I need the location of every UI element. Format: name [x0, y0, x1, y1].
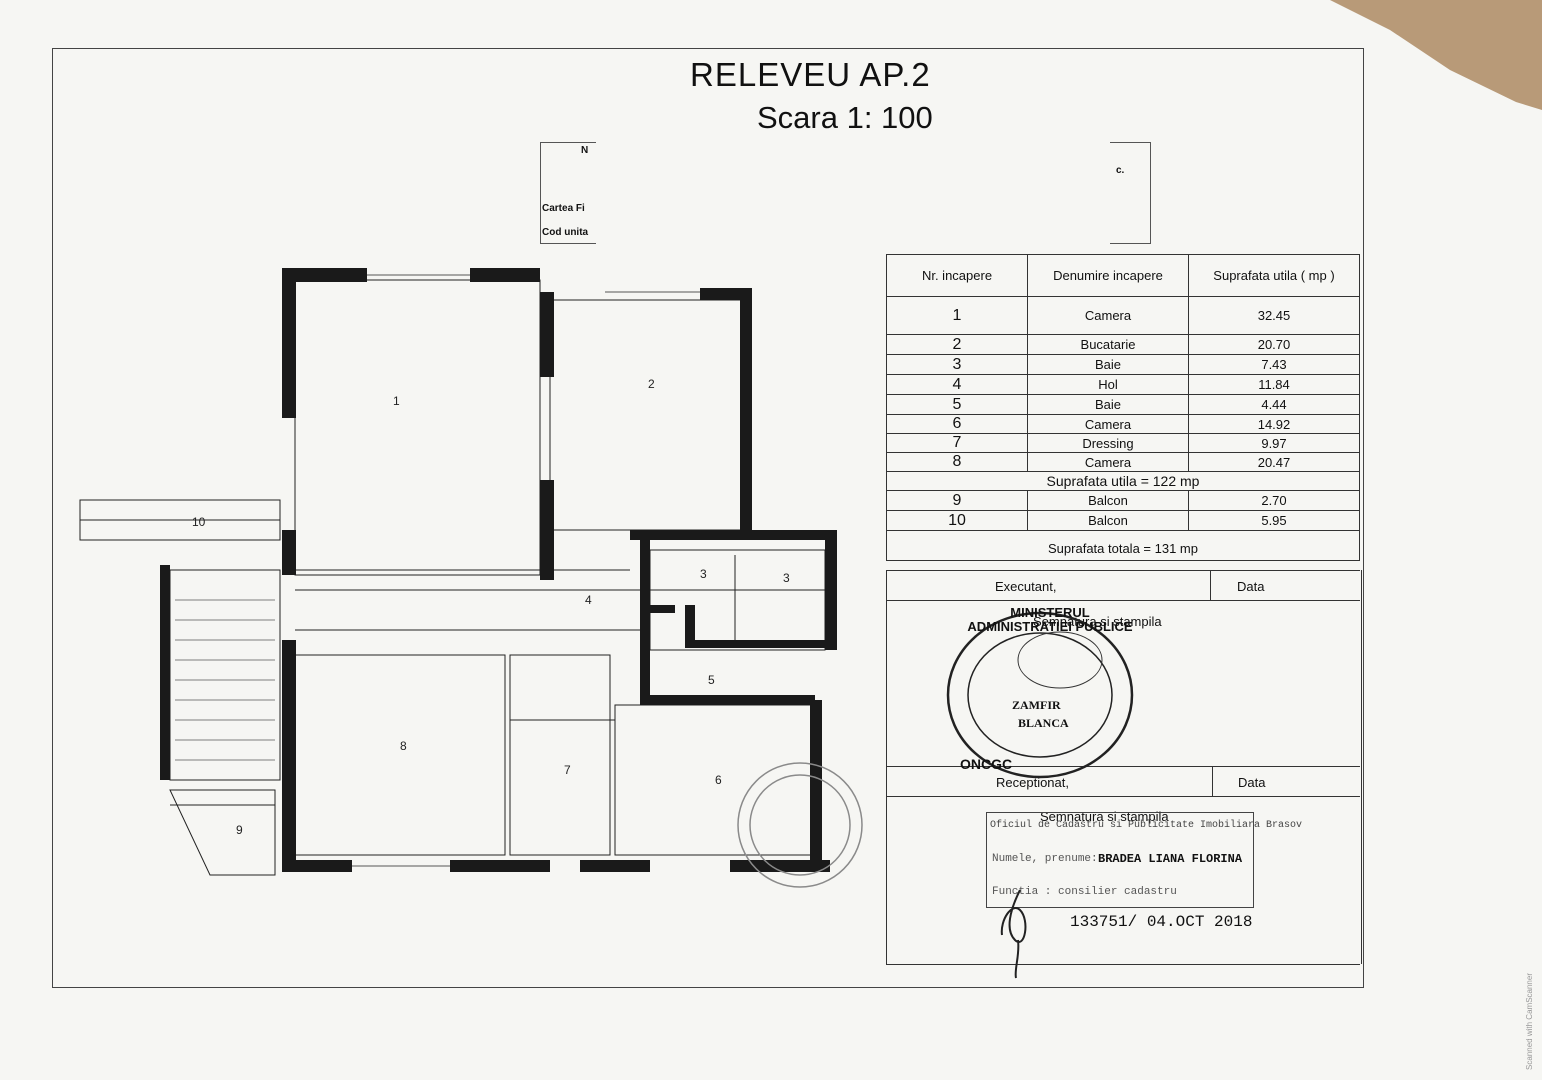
form-fragment-left: N Cartea Fi Cod unita: [540, 142, 596, 244]
exec-top-line: [886, 570, 1360, 571]
table-row: 3 Baie 7.43: [886, 354, 1360, 375]
row-name: Baie: [1027, 394, 1189, 415]
receptionat-label: Receptionat,: [996, 775, 1069, 790]
page-title: RELEVEU AP.2: [690, 56, 931, 93]
sheet-bottom-line: [886, 964, 1360, 965]
table-row: 1 Camera 32.45: [886, 296, 1360, 335]
floor-plan: 1 2 3 3 4 5 6 7 8 9 10: [79, 268, 863, 888]
row-name: Baie: [1027, 354, 1189, 375]
table-row: 5 Baie 4.44: [886, 394, 1360, 415]
row-nr: 2: [886, 334, 1028, 355]
receptionat-date-label: Data: [1238, 775, 1266, 790]
row-area: 20.47: [1188, 452, 1360, 472]
row-area: 14.92: [1188, 414, 1360, 434]
row-nr: 7: [886, 433, 1028, 453]
row-nr: 5: [886, 394, 1028, 415]
drawing-frame: [52, 48, 1364, 988]
row-name: Balcon: [1027, 510, 1189, 531]
row-area: 32.45: [1188, 296, 1360, 335]
executant-label: Executant,: [995, 579, 1057, 594]
executant-sign-label: Semnatura si stampila: [1033, 614, 1162, 629]
plan-label-room-10: 10: [192, 515, 206, 529]
plan-label-room-9: 9: [236, 823, 243, 837]
wood-background: [1330, 0, 1542, 110]
row-name: Camera: [1027, 452, 1189, 472]
ministry-stamp: [946, 611, 1134, 779]
ministry-stamp-name1: ZAMFIR: [1012, 698, 1061, 712]
row-name: Camera: [1027, 296, 1189, 335]
plan-label-room-3a: 3: [700, 567, 707, 581]
rooms-table: Nr. incapere Denumire incapere Suprafata…: [886, 254, 1360, 561]
total-text: Suprafata totala = 131 mp: [886, 530, 1360, 561]
ocpi-stamp: [986, 812, 1254, 908]
exec-divider: [1210, 570, 1211, 600]
row-name: Dressing: [1027, 433, 1189, 453]
ministry-stamp-bottom: ONCGC: [960, 756, 1013, 772]
row-name: Hol: [1027, 374, 1189, 395]
col-header-nr: Nr. incapere: [886, 254, 1028, 297]
row-nr: 9: [886, 490, 1028, 511]
cod-label: Cod unita: [542, 227, 589, 238]
registration-number: 133751/ 04.OCT 2018: [1070, 913, 1253, 931]
scanner-watermark: Scanned with CamScanner: [1525, 973, 1534, 1070]
row-area: 2.70: [1188, 490, 1360, 511]
plan-label-room-7: 7: [564, 763, 571, 777]
table-row: 10 Balcon 5.95: [886, 510, 1360, 531]
row-area: 20.70: [1188, 334, 1360, 355]
form-fragment-right: c.: [1110, 142, 1151, 244]
table-row: 7 Dressing 9.97: [886, 433, 1360, 453]
c-label: c.: [1116, 165, 1125, 176]
row-nr: 8: [886, 452, 1028, 472]
plan-label-room-3b: 3: [783, 571, 790, 585]
plan-label-room-4: 4: [585, 593, 592, 607]
row-area: 9.97: [1188, 433, 1360, 453]
row-name: Balcon: [1027, 490, 1189, 511]
row-area: 5.95: [1188, 510, 1360, 531]
plan-label-room-6: 6: [715, 773, 722, 787]
row-nr: 6: [886, 414, 1028, 434]
row-area: 7.43: [1188, 354, 1360, 375]
subtotal-row: Suprafata utila = 122 mp: [886, 471, 1360, 491]
plan-label-room-5: 5: [708, 673, 715, 687]
table-row: 2 Bucatarie 20.70: [886, 334, 1360, 355]
ocpi-stamp-line1: Oficiul de Cadastru si Publicitate Imobi…: [990, 820, 1303, 831]
row-area: 11.84: [1188, 374, 1360, 395]
row-nr: 1: [886, 296, 1028, 335]
cartea-label: Cartea Fi: [542, 203, 585, 214]
plan-label-room-1: 1: [393, 394, 400, 408]
subtotal-text: Suprafata utila = 122 mp: [886, 471, 1360, 491]
row-area: 4.44: [1188, 394, 1360, 415]
row-nr: 3: [886, 354, 1028, 375]
col-header-area: Suprafata utila ( mp ): [1188, 254, 1360, 297]
plan-label-room-8: 8: [400, 739, 407, 753]
n-label: N: [581, 145, 589, 156]
recep-bottom-line: [886, 796, 1360, 797]
row-nr: 4: [886, 374, 1028, 395]
row-name: Camera: [1027, 414, 1189, 434]
scale-label: Scara 1: 100: [757, 100, 933, 135]
ministry-stamp-name2: BLANCA: [1018, 716, 1069, 730]
col-header-name: Denumire incapere: [1027, 254, 1189, 297]
table-row: 8 Camera 20.47: [886, 452, 1360, 472]
ocpi-stamp-line2-value: BRADEA LIANA FLORINA: [1098, 852, 1243, 866]
table-row: 9 Balcon 2.70: [886, 490, 1360, 511]
exec-bottom-line: [886, 600, 1360, 601]
ocpi-stamp-line3: Functia : consilier cadastru: [992, 886, 1177, 898]
table-row: 6 Camera 14.92: [886, 414, 1360, 434]
signature-block: [886, 570, 1362, 964]
recep-divider: [1212, 766, 1213, 796]
plan-label-room-2: 2: [648, 377, 655, 391]
recep-top-line: [886, 766, 1360, 767]
total-row: Suprafata totala = 131 mp: [886, 530, 1360, 561]
executant-date-label: Data: [1237, 579, 1265, 594]
row-name: Bucatarie: [1027, 334, 1189, 355]
table-header-row: Nr. incapere Denumire incapere Suprafata…: [886, 254, 1360, 297]
table-row: 4 Hol 11.84: [886, 374, 1360, 395]
ministry-stamp-outer: MINISTERUL ADMINISTRATIEI PUBLICE: [967, 605, 1133, 634]
ocpi-stamp-line2-label: Numele, prenume:: [992, 853, 1098, 865]
row-nr: 10: [886, 510, 1028, 531]
handwritten-signature: [1000, 889, 1027, 979]
